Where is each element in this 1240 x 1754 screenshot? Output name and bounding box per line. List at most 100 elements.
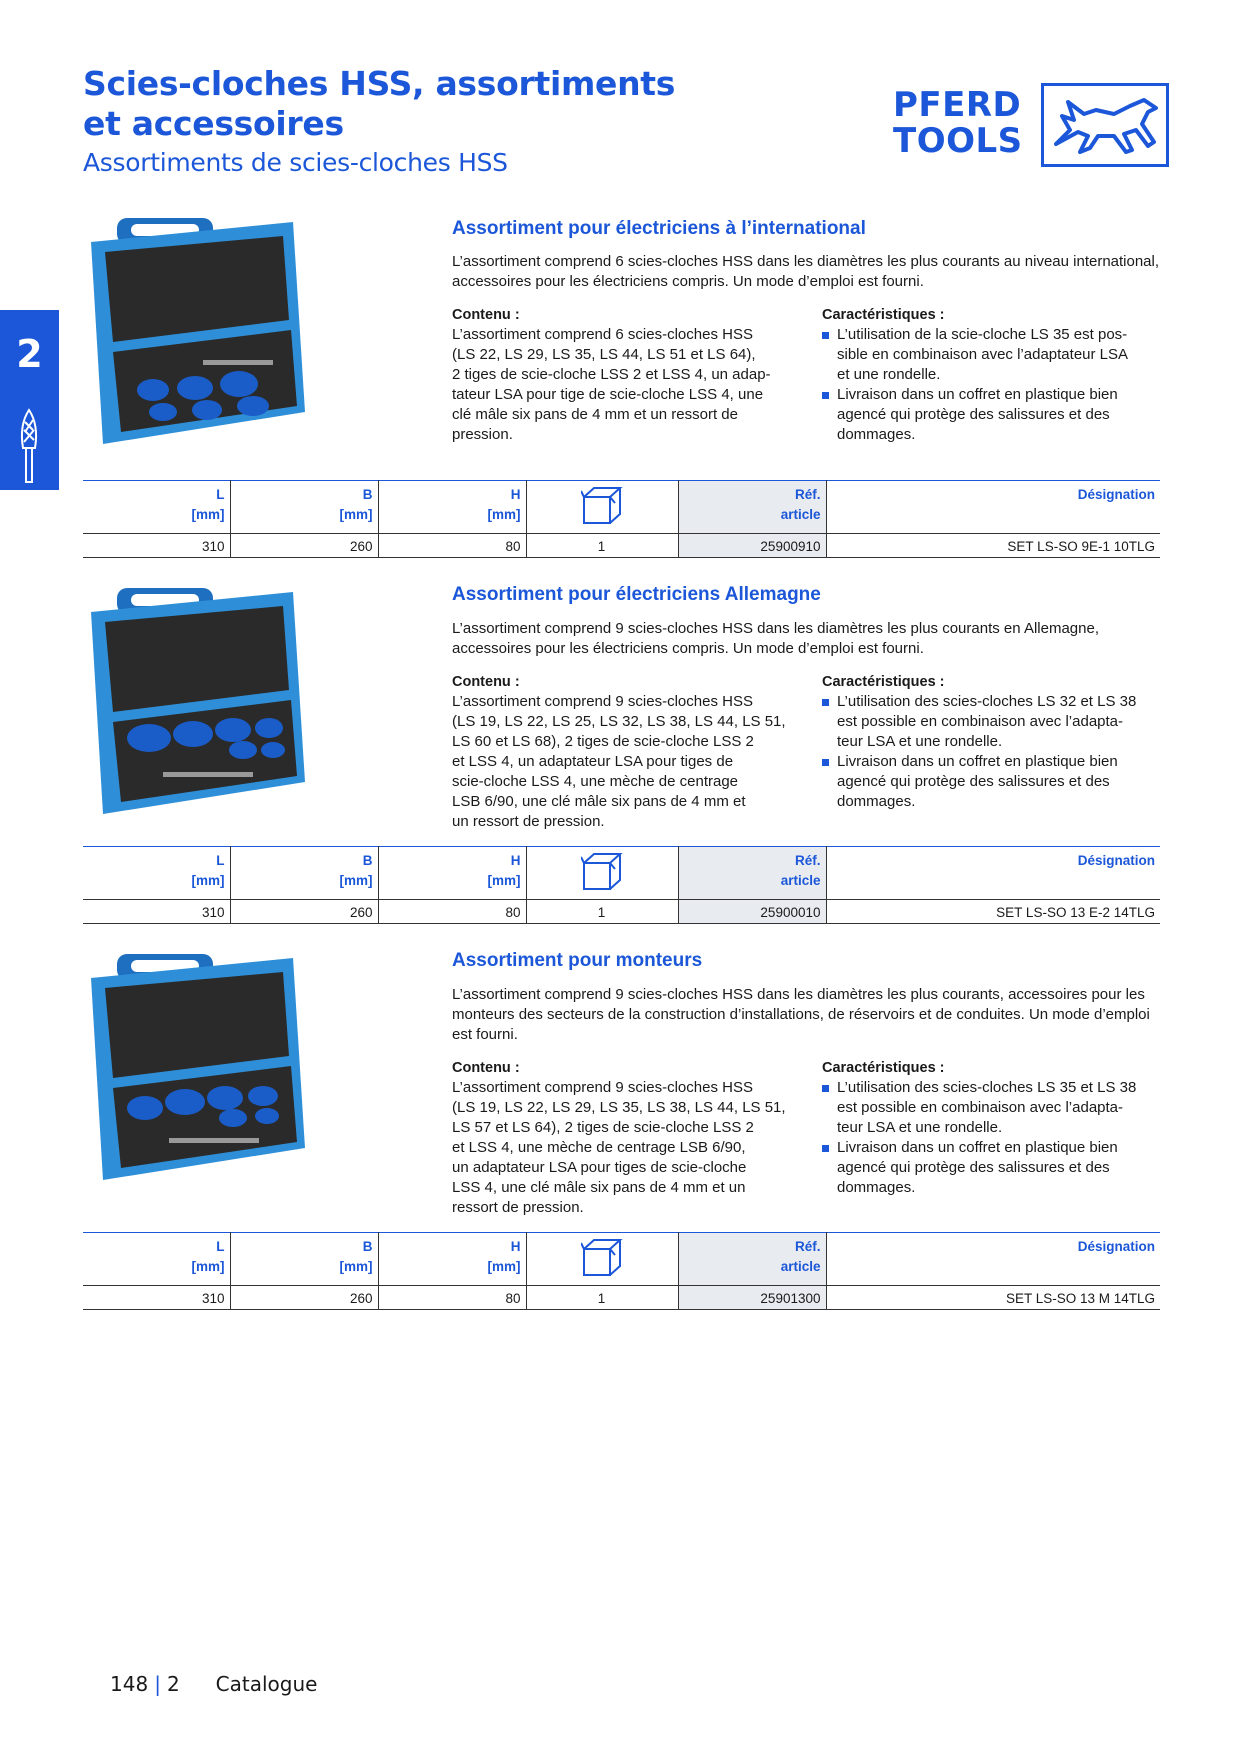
contenu-line: LSB 6/90, une clé mâle six pans de 4 mm … bbox=[452, 793, 746, 810]
section-title: Assortiment pour monteurs bbox=[452, 950, 703, 971]
carac-item: L’utilisation des scies-cloches LS 32 et… bbox=[822, 692, 1177, 752]
carac-line: agencé qui protège des salissures et des bbox=[837, 1159, 1110, 1176]
carac-item: Livraison dans un coffret en plastique b… bbox=[822, 1138, 1177, 1198]
col-ref-label: Réf. bbox=[794, 1239, 821, 1254]
spec-table: L[mm] B[mm] H[mm] Réf.article Désignatio… bbox=[83, 846, 1160, 924]
col-b-unit: [mm] bbox=[339, 1259, 373, 1274]
contenu-block: Contenu : L’assortiment comprend 9 scies… bbox=[452, 672, 797, 832]
col-packaging bbox=[526, 480, 679, 534]
caracteristiques-block: Caractéristiques : L’utilisation de la s… bbox=[822, 305, 1177, 445]
col-b: B [mm] bbox=[230, 846, 379, 900]
col-h: H[mm] bbox=[378, 1232, 527, 1286]
chapter-tab[interactable]: 2 bbox=[0, 310, 59, 490]
contenu-line: un ressort de pression. bbox=[452, 813, 605, 830]
carac-line: dommages. bbox=[837, 793, 916, 810]
section-title: Assortiment pour électriciens à l’intern… bbox=[452, 218, 866, 239]
cell-designation: SET LS-SO 13 M 14TLG bbox=[826, 1285, 1160, 1310]
carac-line: L’utilisation de la scie-cloche LS 35 es… bbox=[837, 326, 1128, 343]
carac-item: Livraison dans un coffret en plastique b… bbox=[822, 752, 1177, 812]
chapter-number: 2 bbox=[16, 332, 43, 376]
contenu-line: un adaptateur LSA pour tiges de scie-clo… bbox=[452, 1159, 747, 1176]
contenu-line: et LSS 4, un adaptateur LSA pour tiges d… bbox=[452, 753, 734, 770]
contenu-line: ressort de pression. bbox=[452, 1199, 584, 1216]
page-subtitle: Assortiments de scies-cloches HSS bbox=[83, 148, 508, 177]
col-b-unit: [mm] bbox=[339, 507, 373, 522]
contenu-block: Contenu : L’assortiment comprend 9 scies… bbox=[452, 1058, 797, 1218]
col-l-label: L bbox=[216, 1239, 225, 1254]
page-number: 148 bbox=[110, 1672, 149, 1696]
case-image-allemagne bbox=[91, 588, 305, 814]
carac-line: est possible en combinaison avec l’adapt… bbox=[837, 1099, 1124, 1116]
contenu-line: L’assortiment comprend 9 scies-cloches H… bbox=[452, 1079, 753, 1096]
contenu-line: (LS 22, LS 29, LS 35, LS 44, LS 51 et LS… bbox=[452, 346, 756, 363]
cell-ref: 25900010 bbox=[678, 899, 827, 924]
cell-l: 310 bbox=[83, 899, 231, 924]
contenu-block: Contenu : L’assortiment comprend 6 scies… bbox=[452, 305, 797, 445]
cell-ref: 25901300 bbox=[678, 1285, 827, 1310]
carac-label: Caractéristiques : bbox=[822, 1060, 945, 1076]
col-h-label: H bbox=[510, 487, 521, 502]
col-ref: Réf. article bbox=[678, 480, 827, 534]
col-designation: Désignation bbox=[826, 1232, 1160, 1286]
carac-line: Livraison dans un coffret en plastique b… bbox=[837, 386, 1118, 403]
contenu-label: Contenu : bbox=[452, 307, 520, 323]
col-b-unit: [mm] bbox=[339, 873, 373, 888]
carac-item: Livraison dans un coffret en plastique b… bbox=[822, 385, 1177, 445]
table-row: 310 260 80 1 25900010 SET LS-SO 13 E-2 1… bbox=[83, 899, 1160, 924]
contenu-line: LS 57 et LS 64), 2 tiges de scie-cloche … bbox=[452, 1119, 754, 1136]
table-row: 310 260 80 1 25900910 SET LS-SO 9E-1 10T… bbox=[83, 533, 1160, 558]
col-designation: Désignation bbox=[826, 480, 1160, 534]
carac-line: L’utilisation des scies-cloches LS 32 et… bbox=[837, 693, 1137, 710]
logo-line-2: TOOLS bbox=[893, 121, 1023, 161]
contenu-line: LS 60 et LS 68), 2 tiges de scie-cloche … bbox=[452, 733, 754, 750]
col-b: B[mm] bbox=[230, 480, 379, 534]
contenu-line: pression. bbox=[452, 426, 513, 443]
section-description: L’assortiment comprend 9 scies-cloches H… bbox=[452, 986, 1150, 1043]
contenu-line: et LSS 4, une mèche de centrage LSB 6/90… bbox=[452, 1139, 746, 1156]
col-l-unit: [mm] bbox=[191, 507, 225, 522]
carac-line: agencé qui protège des salissures et des bbox=[837, 406, 1110, 423]
footer-label: Catalogue bbox=[215, 1672, 318, 1696]
cell-h: 80 bbox=[378, 899, 527, 924]
contenu-label: Contenu : bbox=[452, 674, 520, 690]
col-b-label: B bbox=[362, 1239, 373, 1254]
carac-line: est possible en combinaison avec l’adapt… bbox=[837, 713, 1124, 730]
page-title: Scies-cloches HSS, assortiments et acces… bbox=[83, 64, 676, 143]
col-l-label: L bbox=[216, 853, 225, 868]
cell-ref: 25900910 bbox=[678, 533, 827, 558]
col-ref-label: Réf. bbox=[794, 487, 821, 502]
cell-l: 310 bbox=[83, 1285, 231, 1310]
cell-qty: 1 bbox=[526, 899, 679, 924]
col-packaging bbox=[526, 846, 679, 900]
cell-designation: SET LS-SO 9E-1 10TLG bbox=[826, 533, 1160, 558]
col-l: L[mm] bbox=[83, 846, 231, 900]
col-ref-label-2: article bbox=[780, 507, 821, 522]
col-h-unit: [mm] bbox=[487, 873, 521, 888]
contenu-line: clé mâle six pans de 4 mm et un ressort … bbox=[452, 406, 738, 423]
col-b-label: B bbox=[362, 853, 373, 868]
col-h: H [mm] bbox=[378, 480, 527, 534]
cell-l: 310 bbox=[83, 533, 231, 558]
col-h-unit: [mm] bbox=[487, 507, 521, 522]
carac-line: dommages. bbox=[837, 426, 916, 443]
pferd-tools-logo: PFERD TOOLS bbox=[893, 83, 1169, 167]
spec-table: L[mm] B [mm] H[mm] Réf.article Désignatio… bbox=[83, 1232, 1160, 1310]
contenu-line: 2 tiges de scie-cloche LSS 2 et LSS 4, u… bbox=[452, 366, 771, 383]
carac-line: et une rondelle. bbox=[837, 366, 941, 383]
contenu-line: scie-cloche LSS 4, une mèche de centrage bbox=[452, 773, 739, 790]
contenu-label: Contenu : bbox=[452, 1060, 520, 1076]
cell-b: 260 bbox=[230, 533, 379, 558]
carac-line: Livraison dans un coffret en plastique b… bbox=[837, 753, 1118, 770]
col-ref: Réf.article bbox=[678, 1232, 827, 1286]
burr-tool-icon bbox=[20, 408, 38, 483]
col-ref-label: Réf. bbox=[794, 853, 821, 868]
spec-table: L[mm] B[mm] H[mm] Réf.article Désignatio… bbox=[83, 480, 1160, 558]
caracteristiques-block: Caractéristiques : L’utilisation des sci… bbox=[822, 672, 1177, 812]
packaging-box-icon bbox=[579, 853, 623, 890]
col-ref: Réf.article bbox=[678, 846, 827, 900]
contenu-line: L’assortiment comprend 6 scies-cloches H… bbox=[452, 326, 753, 343]
cell-h: 80 bbox=[378, 533, 527, 558]
contenu-line: (LS 19, LS 22, LS 29, LS 35, LS 38, LS 4… bbox=[452, 1099, 786, 1116]
col-l: L[mm] bbox=[83, 1232, 231, 1286]
col-h: H[mm] bbox=[378, 846, 527, 900]
